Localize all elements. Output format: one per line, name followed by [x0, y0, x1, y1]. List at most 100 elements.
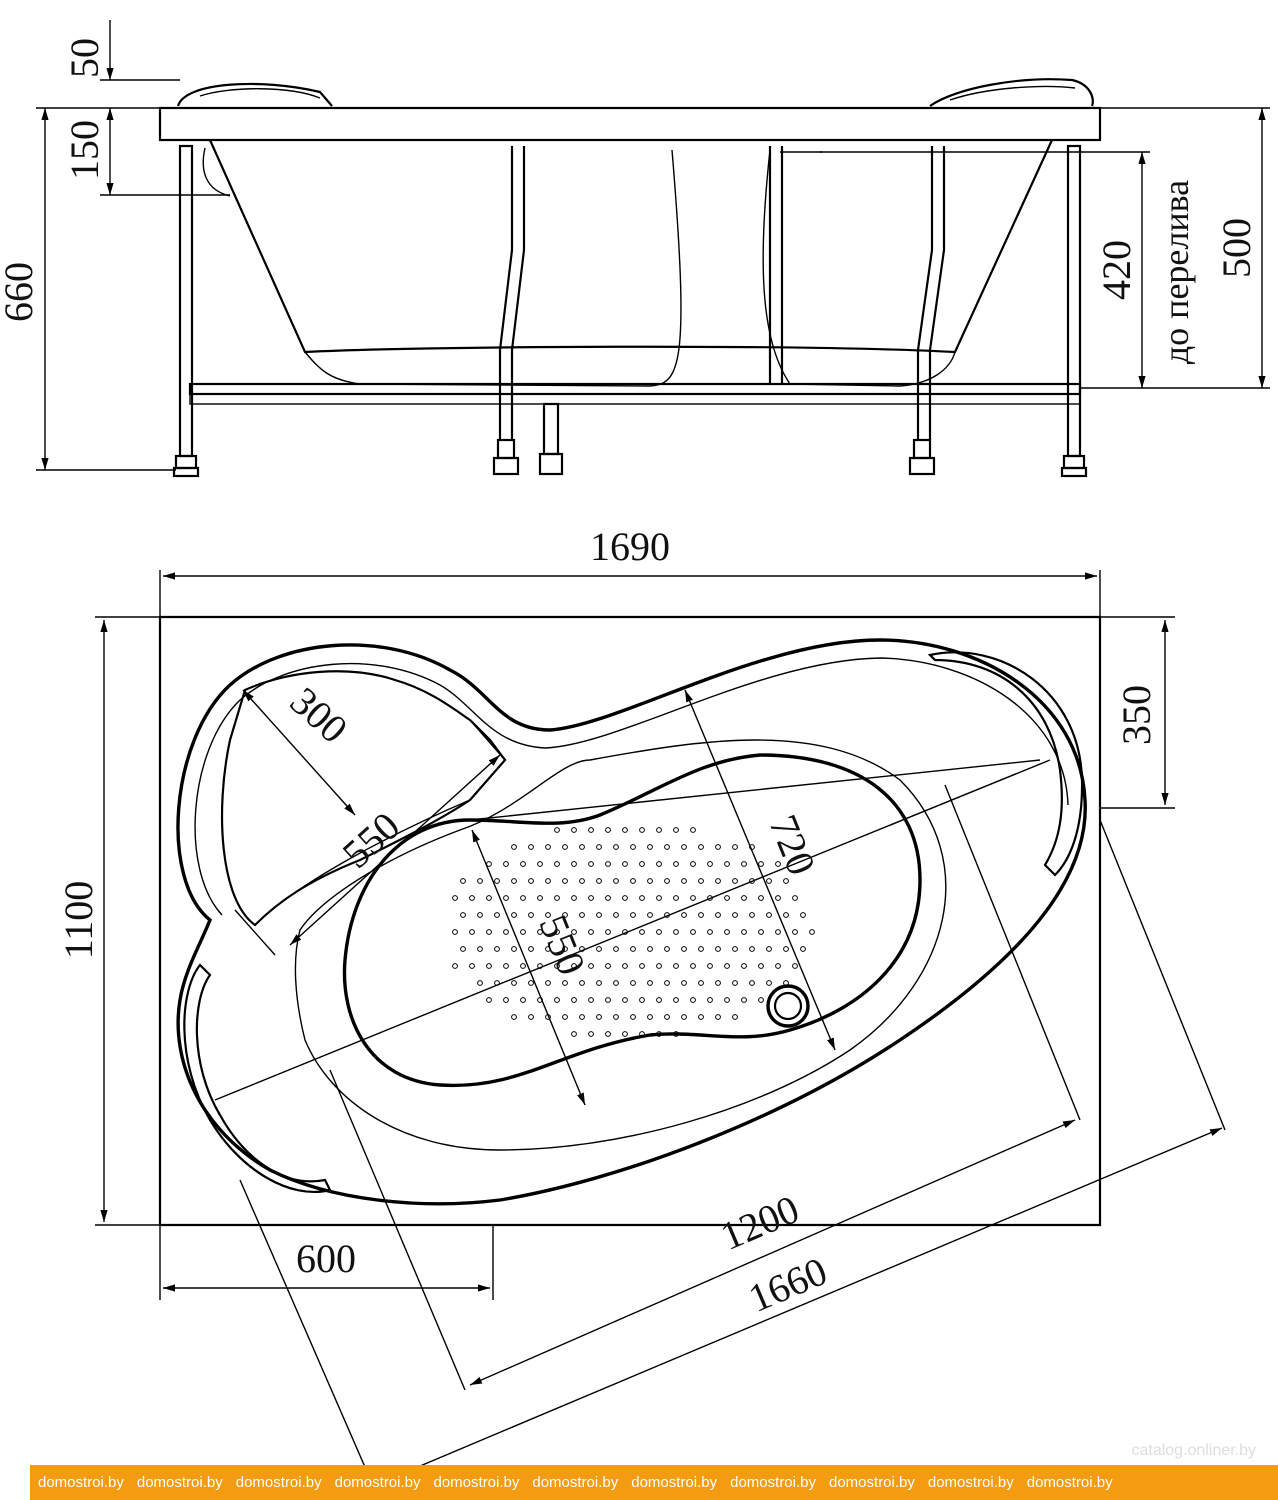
nozzle-dot	[656, 929, 662, 935]
nozzle-dot	[562, 980, 568, 986]
nozzle-dot	[545, 912, 551, 918]
nozzle-dot	[656, 963, 662, 969]
side-view: 50 150 660 420 до перелива 500	[0, 20, 1270, 478]
nozzle-dot	[554, 997, 560, 1003]
nozzle-dot	[613, 878, 619, 884]
nozzle-dot	[681, 844, 687, 850]
watermark-text: domostroi.by	[829, 1474, 915, 1491]
nozzle-dot	[792, 929, 798, 935]
nozzle-dot	[647, 980, 653, 986]
nozzle-dot	[724, 929, 730, 935]
nozzle-dot	[783, 878, 789, 884]
nozzle-dot	[571, 827, 577, 833]
watermark-text: domostroi.by	[334, 1474, 421, 1491]
nozzle-dot	[477, 912, 483, 918]
nozzle-dot	[452, 929, 458, 935]
nozzle-dot	[596, 980, 602, 986]
nozzle-dot	[639, 827, 645, 833]
nozzle-dot	[579, 878, 585, 884]
nozzle-dot	[749, 844, 755, 850]
nozzle-dot	[511, 1014, 517, 1020]
nozzle-dot	[698, 980, 704, 986]
nozzle-dot	[681, 1014, 687, 1020]
nozzle-dot	[698, 946, 704, 952]
nozzle-dot	[622, 861, 628, 867]
nozzle-dot	[639, 861, 645, 867]
nozzle-dot	[758, 895, 764, 901]
frame-legs	[172, 144, 1088, 478]
nozzle-dot	[562, 844, 568, 850]
nozzle-dot	[715, 980, 721, 986]
nozzle-dot	[749, 980, 755, 986]
nozzle-dot	[673, 1031, 679, 1037]
nozzle-dot	[494, 946, 500, 952]
nozzle-dot	[537, 929, 543, 935]
nozzle-dot	[511, 946, 517, 952]
nozzle-dot	[486, 929, 492, 935]
nozzle-dot	[758, 997, 764, 1003]
watermark-text: domostroi.by	[136, 1474, 223, 1491]
nozzle-dot	[528, 912, 534, 918]
nozzle-dot	[664, 980, 670, 986]
nozzle-dot	[673, 861, 679, 867]
nozzle-dot	[673, 929, 679, 935]
nozzle-dot	[605, 929, 611, 935]
nozzle-dot	[579, 946, 585, 952]
nozzle-dot	[656, 1031, 662, 1037]
nozzle-dot	[698, 878, 704, 884]
nozzle-dot	[690, 827, 696, 833]
dim-300: 300	[282, 678, 357, 752]
nozzle-dot	[766, 980, 772, 986]
nozzle-dot	[452, 963, 458, 969]
nozzle-dot	[775, 861, 781, 867]
nozzle-dot	[579, 1014, 585, 1020]
nozzle-dot	[596, 844, 602, 850]
nozzle-dot	[698, 912, 704, 918]
nozzle-dot	[588, 827, 594, 833]
nozzle-dot	[800, 912, 806, 918]
dim-720: 720	[760, 809, 824, 881]
nozzle-dot	[664, 844, 670, 850]
nozzle-dot	[766, 912, 772, 918]
nozzle-dot	[681, 878, 687, 884]
nozzle-dot	[715, 878, 721, 884]
nozzle-dot	[613, 912, 619, 918]
dim-150: 150	[62, 120, 107, 180]
nozzle-dot	[690, 929, 696, 935]
nozzle-dot	[571, 963, 577, 969]
nozzle-dot	[511, 980, 517, 986]
nozzle-dot	[758, 929, 764, 935]
nozzle-dot	[715, 946, 721, 952]
nozzle-dot	[494, 980, 500, 986]
nozzle-dot	[630, 946, 636, 952]
grab-handle-right	[927, 651, 1084, 877]
nozzle-dot	[690, 963, 696, 969]
nozzle-dot	[494, 878, 500, 884]
nozzle-dot	[664, 878, 670, 884]
nozzle-dot	[715, 912, 721, 918]
nozzle-dot	[698, 844, 704, 850]
dim-1690: 1690	[590, 524, 670, 569]
nozzle-dot	[537, 963, 543, 969]
nozzle-dot	[528, 946, 534, 952]
nozzle-dot	[579, 844, 585, 850]
nozzle-dot	[775, 929, 781, 935]
nozzle-dot	[486, 895, 492, 901]
nozzle-dot	[503, 929, 509, 935]
nozzle-dot	[673, 997, 679, 1003]
nozzle-dot	[724, 963, 730, 969]
nozzle-dot	[520, 929, 526, 935]
nozzle-dot	[715, 1014, 721, 1020]
nozzle-dot	[596, 878, 602, 884]
nozzle-dot	[707, 929, 713, 935]
nozzle-dot	[477, 980, 483, 986]
dim-600: 600	[296, 1236, 356, 1281]
nozzle-dot	[741, 997, 747, 1003]
dim-660: 660	[0, 262, 41, 322]
nozzle-dot	[630, 878, 636, 884]
watermark-text: domostroi.by	[235, 1474, 322, 1491]
nozzle-dot	[537, 997, 543, 1003]
nozzle-dot	[749, 946, 755, 952]
nozzle-dot	[656, 827, 662, 833]
nozzle-dot	[511, 878, 517, 884]
